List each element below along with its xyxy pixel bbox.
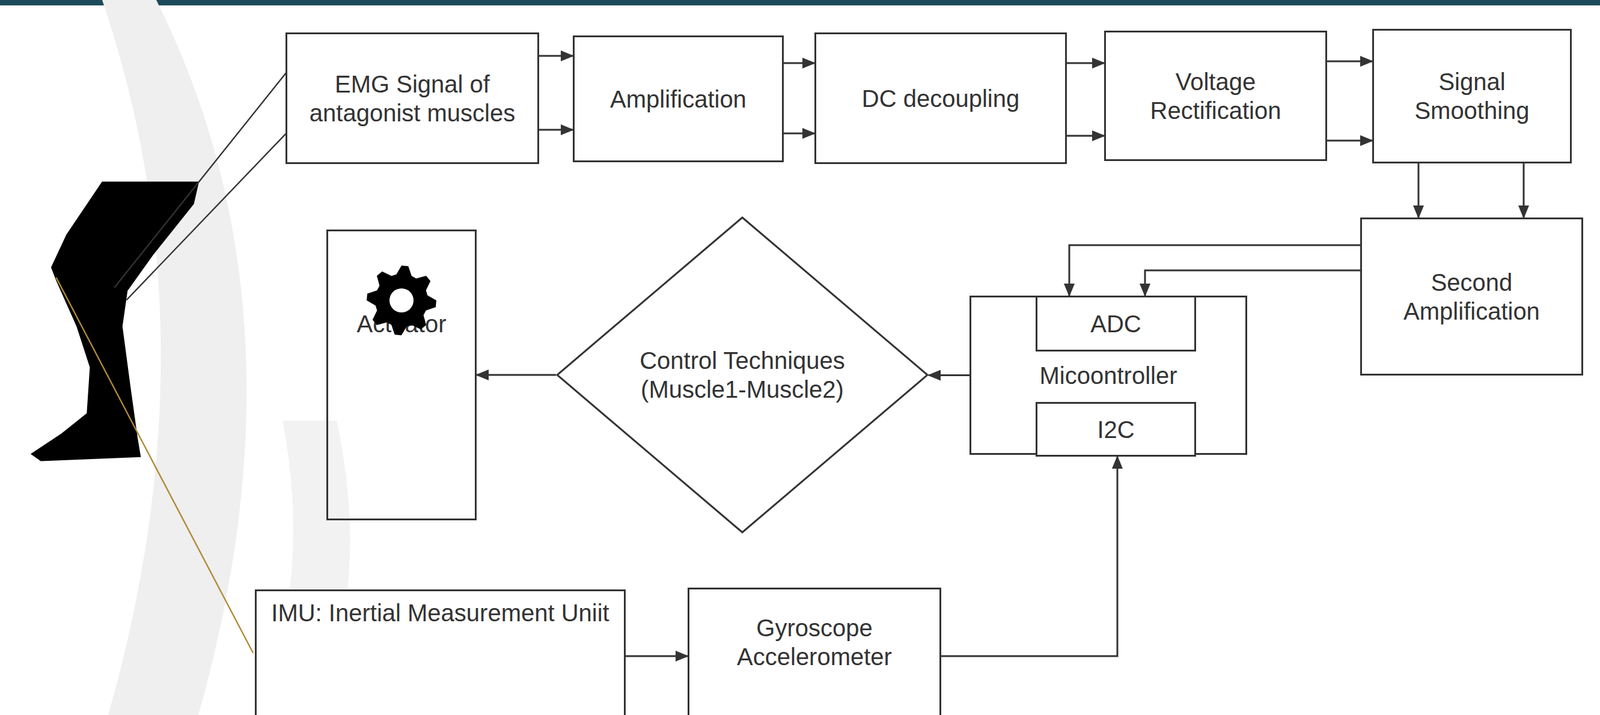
top-band	[0, 0, 1600, 6]
flow-arrow	[539, 55, 573, 58]
decision-diamond: Control Techniques (Muscle1-Muscle2)	[555, 216, 929, 534]
electrode-lead	[114, 69, 289, 288]
flow-arrow	[1417, 163, 1420, 218]
node-label: Voltage Rectification	[1105, 67, 1326, 126]
leg-silhouette	[30, 181, 199, 462]
node-label: Amplification	[604, 84, 753, 114]
electrode-lead	[126, 130, 290, 300]
node-label: IMU: Inertial Measurement Uniit	[265, 598, 615, 628]
node-label: Second Amplification	[1361, 268, 1582, 326]
gear-hole	[389, 288, 414, 313]
flow-arrow	[625, 655, 688, 658]
node-label: Actuator	[351, 309, 453, 339]
node-label: EMG Signal of antagonist muscles	[287, 69, 538, 128]
flow-arrow	[928, 374, 970, 377]
flow-arrow	[1066, 135, 1105, 138]
sensor-box: IMU: Inertial Measurement Uniit	[254, 589, 626, 715]
flow-arrow	[1066, 62, 1105, 65]
flow-arrow	[1327, 140, 1373, 142]
process-box: Second Amplification	[1360, 217, 1584, 376]
sensor-box: Gyroscope Accelerometer	[687, 587, 942, 715]
leg-illustration	[30, 69, 290, 653]
flow-arrow	[539, 129, 573, 132]
node-label: I2C	[1090, 415, 1141, 445]
flow-arrow	[783, 62, 815, 65]
node-label: Control Techniques (Muscle1-Muscle2)	[610, 346, 875, 404]
flow-arrow	[1145, 270, 1361, 296]
flow-arrow	[941, 456, 1118, 657]
node-label: ADC	[1084, 309, 1147, 339]
flow-arrow	[1523, 163, 1525, 218]
flow-arrow	[783, 132, 815, 135]
imu-lead	[55, 277, 254, 654]
flow-arrow	[476, 374, 556, 377]
process-box: Voltage Rectification	[1104, 30, 1328, 162]
node-label: Gyroscope Accelerometer	[689, 613, 940, 672]
node-label: DC decoupling	[855, 84, 1026, 113]
process-box: DC decoupling	[814, 32, 1067, 165]
flow-arrow	[1069, 245, 1361, 296]
diamond-shape	[557, 217, 928, 533]
process-box: Amplification	[572, 35, 784, 163]
flow-arrow	[1327, 60, 1373, 63]
node-label: Micoontroller	[1033, 361, 1184, 391]
node-label: Signal Smoothing	[1374, 67, 1570, 126]
process-box: EMG Signal of antagonist muscles	[285, 32, 540, 165]
diamond-outline	[555, 216, 929, 534]
process-box: Signal Smoothing	[1372, 28, 1572, 164]
port-box: ADC	[1035, 295, 1197, 352]
port-box: I2C	[1035, 402, 1197, 457]
controller-box: Micoontroller ADC I2C	[969, 295, 1248, 455]
actuator-box: Actuator	[326, 229, 477, 521]
